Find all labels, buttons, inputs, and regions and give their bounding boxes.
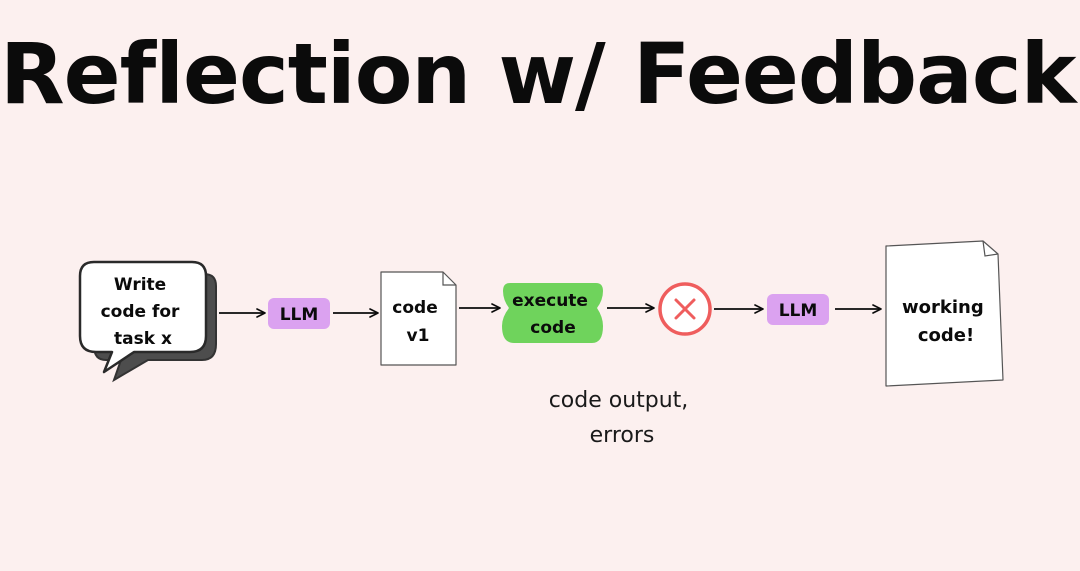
execute-code-text: execute code: [512, 291, 594, 338]
code-v1-line: code: [392, 298, 437, 318]
prompt-text: Write code for task x: [101, 275, 186, 349]
page-title: Reflection w/ Feedback: [0, 25, 1077, 123]
working-code-line: code!: [918, 325, 974, 346]
code-v1-line: v1: [407, 326, 430, 346]
working-code-line: working: [902, 297, 984, 318]
execute-code-line: code: [530, 318, 575, 338]
llm-label: LLM: [779, 301, 818, 321]
x-circle-icon: [658, 282, 712, 336]
llm-box-second: LLM: [767, 294, 829, 325]
prompt-line: Write: [114, 275, 166, 295]
feedback-caption-line: code output,: [549, 388, 689, 413]
execute-code-line: execute: [512, 291, 588, 311]
working-code-text: working code!: [902, 297, 990, 346]
llm-box-first: LLM: [268, 298, 330, 329]
feedback-caption: code output, errors: [549, 388, 696, 448]
code-v1-text: code v1: [392, 298, 443, 346]
feedback-caption-line: errors: [590, 423, 655, 448]
prompt-line: code for: [101, 302, 180, 322]
working-code-document: working code!: [885, 240, 1004, 387]
llm-label: LLM: [280, 305, 319, 325]
execute-code-box: execute code: [502, 283, 603, 343]
code-v1-document: code v1: [380, 271, 457, 366]
prompt-line: task x: [114, 329, 172, 349]
prompt-speech-bubble: Write code for task x: [78, 260, 217, 383]
